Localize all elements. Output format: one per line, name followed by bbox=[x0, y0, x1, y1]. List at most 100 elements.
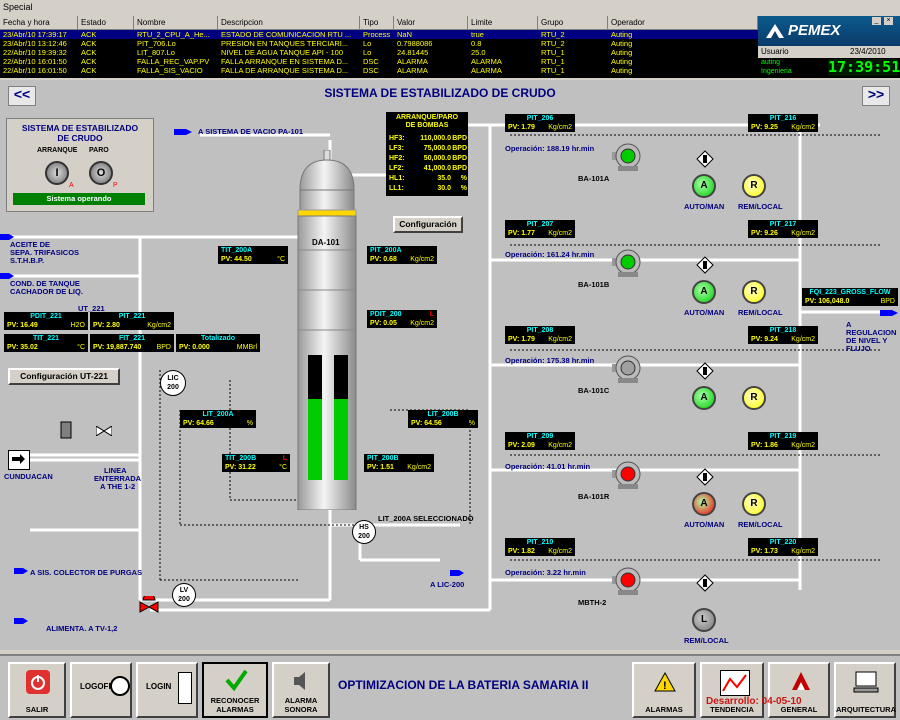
configuration-button[interactable]: Configuración bbox=[393, 216, 463, 233]
pump-inlet-unit: Kg/cm2 bbox=[548, 230, 572, 237]
rem-local-label: REM/LOCAL bbox=[738, 520, 783, 529]
trend-button[interactable]: TENDENCIA bbox=[700, 662, 764, 718]
alarm-cell: NaN bbox=[397, 30, 413, 39]
stop-button[interactable]: O bbox=[89, 161, 113, 185]
selector-diamond-icon[interactable] bbox=[696, 468, 714, 486]
pump-limit-value: 30.0 bbox=[437, 185, 451, 192]
logoff-button[interactable]: LOGOFF bbox=[70, 662, 132, 718]
pump-outlet-tag: PIT_220 bbox=[748, 538, 818, 547]
alarm-column-header[interactable]: Nombre bbox=[134, 16, 218, 29]
pump-4-icon[interactable] bbox=[612, 460, 642, 490]
alarm-column-header[interactable]: Estado bbox=[78, 16, 134, 29]
nav-prev-button[interactable]: << bbox=[8, 86, 36, 106]
alarm-cell: true bbox=[471, 30, 484, 39]
alarm-cell: ALARMA bbox=[471, 66, 502, 75]
alarm-column-header[interactable]: Grupo bbox=[538, 16, 608, 29]
alarm-sound-button[interactable]: ALARMA SONORA bbox=[272, 662, 330, 718]
general-button[interactable]: GENERAL bbox=[768, 662, 830, 718]
pump-5-icon[interactable] bbox=[612, 566, 642, 596]
lic200-instrument[interactable]: LIC 200 bbox=[160, 370, 186, 396]
auto-man-indicator[interactable]: A bbox=[692, 174, 716, 198]
alarm-column-header[interactable]: Tipo bbox=[360, 16, 394, 29]
alarm-cell: Auting bbox=[611, 57, 633, 66]
rem-local-indicator[interactable]: R bbox=[742, 386, 766, 410]
rem-local-indicator[interactable]: R bbox=[742, 174, 766, 198]
pump-inlet-pv: PV: 1.77 bbox=[508, 230, 535, 237]
tit200a-instrument[interactable]: TIT_200A PV: 44.50°C bbox=[218, 246, 288, 264]
selector-diamond-icon[interactable] bbox=[696, 362, 714, 380]
auto-man-indicator[interactable]: A bbox=[692, 492, 716, 516]
login-button[interactable]: LOGIN bbox=[136, 662, 198, 718]
tit221-instrument[interactable]: TIT_221 PV: 35.02°C bbox=[4, 334, 88, 352]
lock-icon bbox=[110, 676, 130, 696]
nav-next-button[interactable]: >> bbox=[862, 86, 890, 106]
pump-limit-value: 75,000.0 bbox=[423, 145, 451, 152]
stop-label: PARO bbox=[89, 147, 109, 154]
pump-limit-unit: BPD bbox=[452, 155, 467, 162]
selector-diamond-icon[interactable] bbox=[696, 256, 714, 274]
rem-local-indicator[interactable]: R bbox=[742, 492, 766, 516]
hs200-switch[interactable]: HS 200 bbox=[352, 520, 376, 544]
start-button[interactable]: I bbox=[45, 161, 69, 185]
config-ut221-button[interactable]: Configuración UT-221 bbox=[8, 368, 120, 385]
lit200b-instrument[interactable]: LIT_200B PV: 64.56% bbox=[408, 410, 478, 428]
pump-2-icon[interactable] bbox=[612, 248, 642, 278]
feed-valve-icon[interactable] bbox=[138, 593, 160, 618]
ack-alarms-button[interactable]: RECONOCER ALARMAS bbox=[202, 662, 268, 718]
vacuum-label: A SISTEMA DE VACIO PA-101 bbox=[198, 127, 304, 136]
alarm-column-header[interactable]: Fecha y hora bbox=[0, 16, 78, 29]
exit-button[interactable]: SALIR bbox=[8, 662, 66, 718]
auto-man-indicator[interactable]: A bbox=[692, 386, 716, 410]
close-icon[interactable]: × bbox=[884, 17, 893, 25]
architecture-button[interactable]: ARQUITECTURA bbox=[834, 662, 896, 718]
alarm-column-header[interactable]: Descripcion bbox=[218, 16, 360, 29]
app-title: OPTIMIZACION DE LA BATERIA SAMARIA II bbox=[338, 678, 589, 692]
lv200-instrument[interactable]: LV 200 bbox=[172, 583, 196, 607]
rem-local-indicator[interactable]: L bbox=[692, 608, 716, 632]
rem-local-indicator[interactable]: R bbox=[742, 280, 766, 304]
screen-title: SISTEMA DE ESTABILIZADO DE CRUDO bbox=[324, 86, 556, 100]
pump-3-icon[interactable] bbox=[612, 354, 642, 384]
selector-diamond-icon[interactable] bbox=[696, 574, 714, 592]
auto-man-indicator[interactable]: A bbox=[692, 280, 716, 304]
pdit221-unit: H2O bbox=[70, 322, 85, 329]
minimize-icon[interactable]: _ bbox=[872, 17, 881, 25]
rem-local-label: REM/LOCAL bbox=[738, 308, 783, 317]
pump-1-icon[interactable] bbox=[612, 142, 642, 172]
alarm-column-header[interactable]: Valor bbox=[394, 16, 468, 29]
alarms-button[interactable]: ! ALARMAS bbox=[632, 662, 696, 718]
pit200b-unit: Kg/cm2 bbox=[407, 464, 431, 471]
lit200b-tag: LIT_200B bbox=[408, 410, 478, 419]
alarm-column-header[interactable]: Operador bbox=[608, 16, 758, 29]
selector-diamond-icon[interactable] bbox=[696, 150, 714, 168]
column-da101[interactable]: DA-101 bbox=[294, 149, 360, 511]
alarm-column-header[interactable]: Limite bbox=[468, 16, 538, 29]
lit200a-instrument[interactable]: LIT_200A PV: 64.66% bbox=[180, 410, 256, 428]
